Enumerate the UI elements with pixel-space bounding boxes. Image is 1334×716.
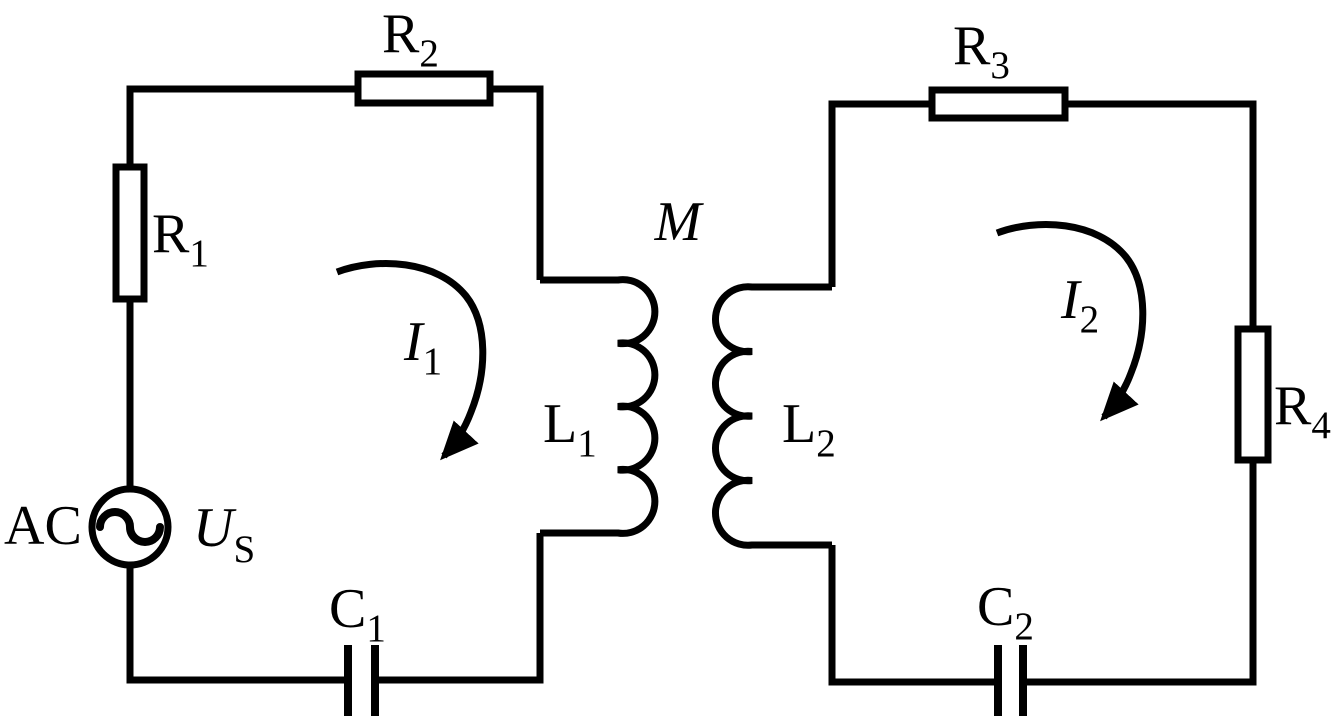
wire-primary-bottom-right (379, 533, 544, 684)
current-i1-arrow (335, 260, 487, 461)
inductor-l2-coil (711, 283, 832, 549)
wire-secondary-top-right (828, 100, 1257, 686)
label-r3: R3 (953, 15, 1010, 87)
label-mutual-inductance: M (654, 191, 705, 253)
resistor-r2-body (354, 70, 494, 107)
label-c1: C1 (329, 578, 386, 650)
primary-loop: R1 R2 L1 C1 I1 AC US (4, 3, 659, 716)
resistor-r3-body (928, 86, 1069, 122)
label-i1: I1 (403, 311, 442, 383)
label-ac: AC (4, 495, 82, 557)
label-r2: R2 (382, 3, 439, 75)
label-r1: R1 (152, 203, 209, 275)
ac-sine-icon (96, 508, 164, 546)
inductor-l1-coil (540, 276, 659, 537)
wire-primary-bottom-left (126, 565, 344, 684)
label-l1: L1 (543, 393, 597, 465)
label-i2: I2 (1060, 269, 1099, 341)
current-i2-arrow (995, 221, 1147, 422)
resistor-r1-body (112, 163, 148, 303)
wire-primary-top-left (126, 85, 544, 489)
label-r4: R4 (1274, 375, 1331, 447)
label-l2: L2 (782, 393, 836, 465)
wire-secondary-bottom-left (828, 545, 994, 686)
label-c2: C2 (977, 576, 1034, 648)
resistor-r4-body (1234, 325, 1272, 464)
secondary-loop: R3 R4 L2 C2 I2 (711, 15, 1331, 716)
label-us: US (193, 497, 255, 571)
